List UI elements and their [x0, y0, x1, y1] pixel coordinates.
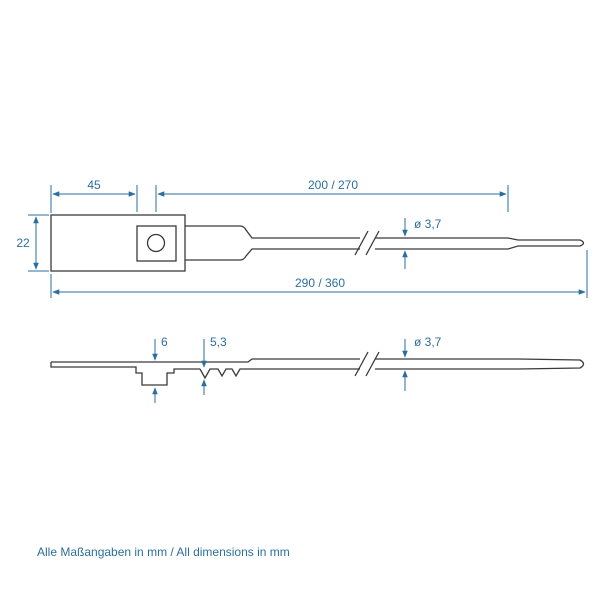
dim-head-width-label: 45: [87, 178, 101, 192]
units-note: Alle Maßangaben in mm / All dimensions i…: [37, 545, 290, 559]
break-symbol: [354, 230, 380, 256]
top-view: 45 200 / 270 22 290 / 360: [16, 178, 588, 298]
dim-total-length: [50, 250, 588, 298]
dim-head-height: [28, 214, 49, 272]
break-symbol-side: [354, 351, 380, 377]
dim-tooth-label: 5,3: [210, 335, 227, 349]
seal-strap: [185, 225, 585, 261]
lock-hole: [146, 233, 166, 253]
dim-tail-length-label: 200 / 270: [308, 178, 358, 192]
dim-diameter-side-label: ø 3,7: [414, 335, 442, 349]
side-view: 6 5,3 ø 3,7: [50, 335, 585, 403]
dim-tail-length: [155, 185, 509, 212]
dim-diameter-top-label: ø 3,7: [414, 217, 442, 231]
dim-head-height-label: 22: [16, 236, 30, 250]
dim-total-length-label: 290 / 360: [295, 276, 345, 290]
side-profile: [50, 358, 585, 386]
dim-slot-label: 6: [161, 335, 168, 349]
dim-head-width: [50, 185, 138, 213]
